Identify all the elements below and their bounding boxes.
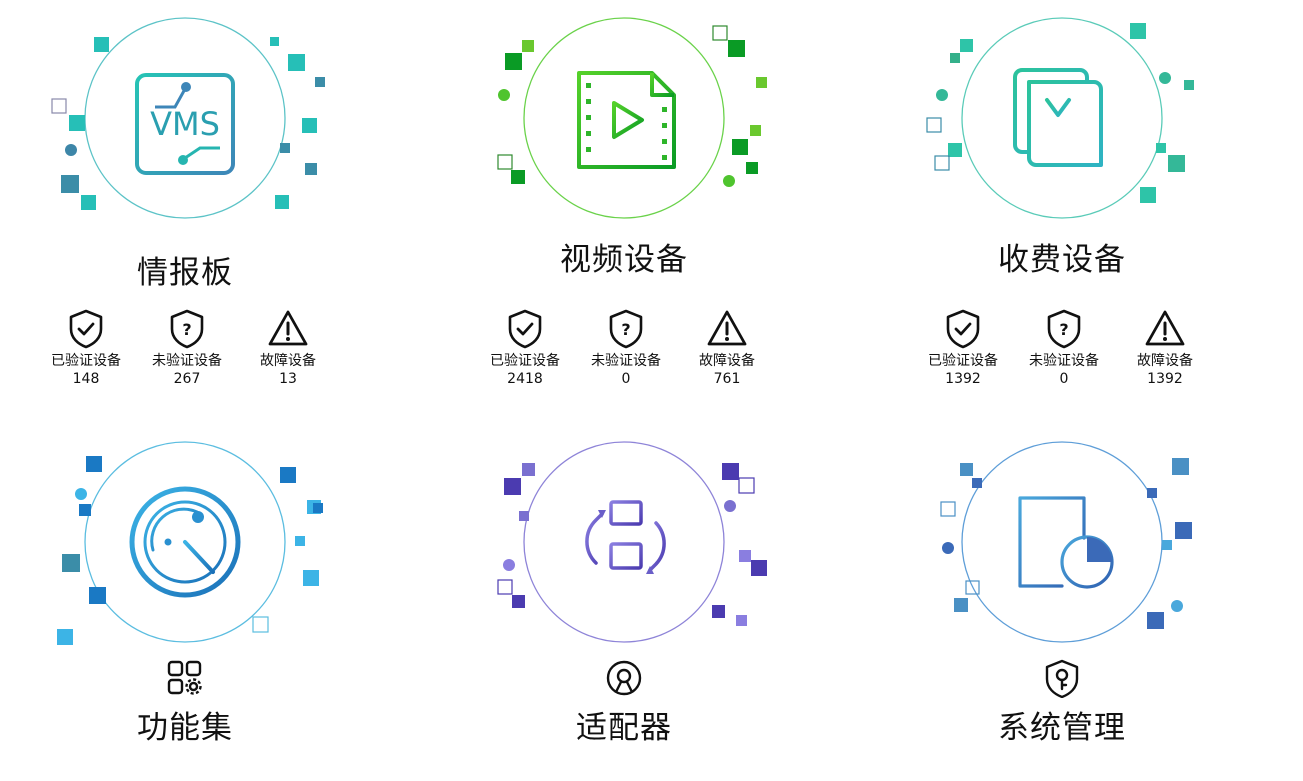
shield-check-icon <box>508 309 542 349</box>
warning-triangle-icon <box>707 310 747 346</box>
stat-verified[interactable]: 已验证设备 2418 <box>476 308 574 388</box>
stats-row: 已验证设备 148 ? 未验证设备 267 故障设备 13 <box>37 308 337 388</box>
stat-label: 故障设备 <box>699 353 755 369</box>
radar-icon <box>129 486 241 598</box>
stat-value: 0 <box>1059 371 1069 387</box>
svg-text:?: ? <box>182 320 191 339</box>
card-adapter-emblem <box>474 440 774 670</box>
stat-label: 已验证设备 <box>928 353 998 369</box>
stat-label: 未验证设备 <box>1029 353 1099 369</box>
stat-value: 2418 <box>507 371 543 387</box>
clipboard-clock-icon <box>1018 490 1114 589</box>
stat-label: 未验证设备 <box>591 353 661 369</box>
stat-unverified[interactable]: ? 未验证设备 0 <box>577 308 675 388</box>
stat-value: 1392 <box>945 371 981 387</box>
vms-chip-icon: VMS <box>113 73 257 175</box>
card-title: 系统管理 <box>998 710 1126 746</box>
stat-value: 1392 <box>1147 371 1183 387</box>
shield-key-icon[interactable] <box>1042 658 1082 698</box>
card-title: 视频设备 <box>560 242 688 278</box>
shield-check-icon <box>69 309 103 349</box>
network-sync-icon <box>585 500 666 580</box>
stat-faulty[interactable]: 故障设备 761 <box>678 308 776 388</box>
shield-question-icon: ? <box>609 309 643 349</box>
stat-verified[interactable]: 已验证设备 148 <box>37 308 135 388</box>
stat-value: 0 <box>621 371 631 387</box>
stat-verified[interactable]: 已验证设备 1392 <box>914 308 1012 388</box>
yuan-documents-icon <box>1013 68 1103 167</box>
card-function-set-emblem <box>35 440 335 670</box>
stat-label: 已验证设备 <box>490 353 560 369</box>
stat-value: 761 <box>713 371 741 387</box>
card-title: 适配器 <box>576 710 672 746</box>
warning-triangle-icon <box>1145 310 1185 346</box>
stat-label: 故障设备 <box>1137 353 1193 369</box>
video-file-icon <box>577 71 676 169</box>
shield-question-icon: ? <box>1047 309 1081 349</box>
stats-row: 已验证设备 1392 ? 未验证设备 0 故障设备 1392 <box>914 308 1214 388</box>
shield-check-icon <box>946 309 980 349</box>
warning-triangle-icon <box>268 310 308 346</box>
card-toll-devices-emblem <box>912 15 1212 245</box>
card-video-devices-emblem <box>474 15 774 245</box>
stat-label: 故障设备 <box>260 353 316 369</box>
stat-label: 已验证设备 <box>51 353 121 369</box>
card-title: 功能集 <box>137 710 233 746</box>
card-intel-board-emblem: VMS <box>35 15 335 245</box>
card-title: 收费设备 <box>998 242 1126 278</box>
location-ring-icon[interactable] <box>604 658 644 698</box>
svg-text:VMS: VMS <box>150 105 220 143</box>
grid-gear-icon[interactable] <box>165 658 205 698</box>
card-title: 情报板 <box>137 255 233 291</box>
stat-value: 148 <box>72 371 100 387</box>
stat-faulty[interactable]: 故障设备 1392 <box>1116 308 1214 388</box>
stat-unverified[interactable]: ? 未验证设备 0 <box>1015 308 1113 388</box>
svg-text:?: ? <box>1059 320 1068 339</box>
stat-label: 未验证设备 <box>152 353 222 369</box>
stat-value: 13 <box>279 371 297 387</box>
stat-faulty[interactable]: 故障设备 13 <box>239 308 337 388</box>
stat-unverified[interactable]: ? 未验证设备 267 <box>138 308 236 388</box>
stats-row: 已验证设备 2418 ? 未验证设备 0 故障设备 761 <box>476 308 776 388</box>
stat-value: 267 <box>173 371 201 387</box>
shield-question-icon: ? <box>170 309 204 349</box>
card-system-management-emblem <box>912 440 1212 670</box>
svg-text:?: ? <box>621 320 630 339</box>
